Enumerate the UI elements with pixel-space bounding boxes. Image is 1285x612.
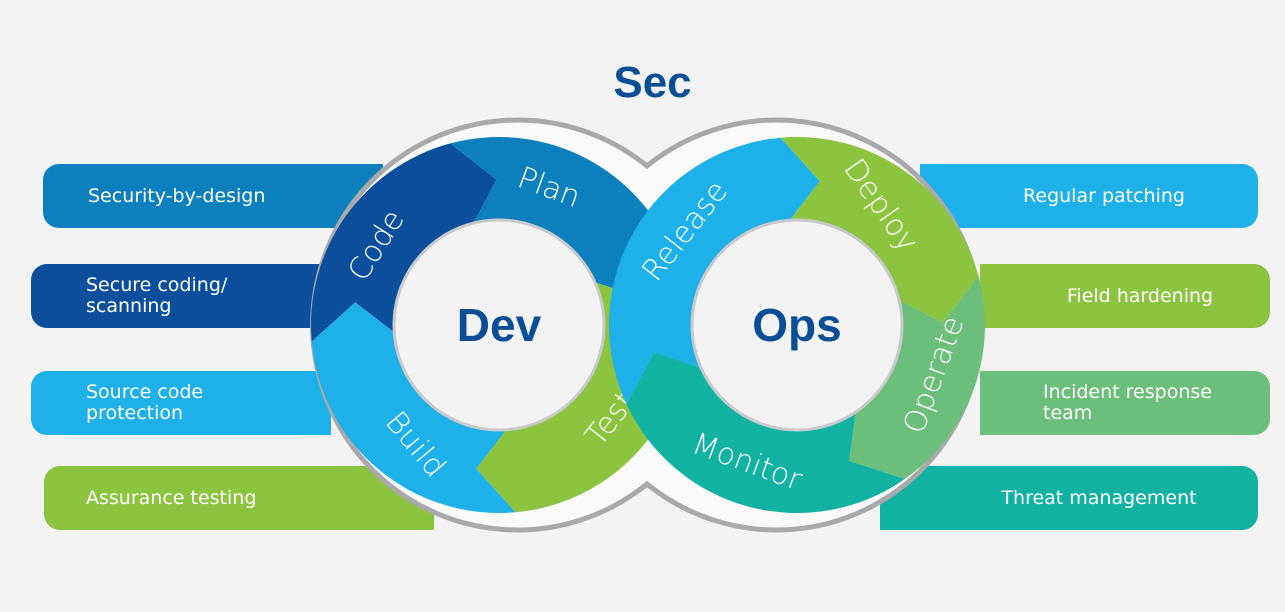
left-item-label-line1: Source code: [86, 381, 204, 403]
segment-monitor: [626, 352, 905, 513]
left-item-label: Assurance testing: [86, 486, 257, 509]
right-item-regular-patching: Regular patching: [920, 164, 1258, 228]
right-item-label: Regular patching: [1023, 184, 1185, 207]
sec-title: Sec: [613, 58, 692, 107]
right-item-label: Threat management: [1001, 486, 1197, 509]
right-item-threat-management: Threat management: [880, 466, 1258, 530]
left-item-label-line2: scanning: [86, 295, 172, 317]
right-item-label-line1: Incident response: [1043, 381, 1212, 403]
left-item-security-by-design: Security-by-design: [43, 164, 383, 228]
segment-release: [609, 137, 820, 405]
dev-center: [392, 218, 606, 432]
ops-center: [690, 218, 904, 432]
segment-plan: [450, 136, 670, 298]
right-item-incident-response: Incident response team: [980, 371, 1270, 435]
segment-operate: [849, 276, 985, 480]
right-item-field-hardening: Field hardening: [980, 264, 1270, 328]
right-item-label: Field hardening: [1066, 284, 1214, 307]
segment-code: [311, 143, 497, 342]
left-item-label-line2: protection: [86, 402, 184, 424]
segment-deploy: [780, 137, 979, 323]
dev-label: Dev: [457, 299, 542, 351]
left-item-assurance-testing: Assurance testing: [44, 466, 434, 530]
right-item-label-line2: team: [1043, 402, 1093, 424]
left-item-source-code-protection: Source code protection: [31, 371, 331, 435]
segment-build: [311, 302, 516, 513]
ops-label: Ops: [752, 299, 841, 351]
left-item-label-line1: Secure coding/: [86, 274, 228, 296]
left-item-label: Security-by-design: [88, 184, 266, 207]
left-item-secure-coding: Secure coding/ scanning: [31, 264, 331, 328]
